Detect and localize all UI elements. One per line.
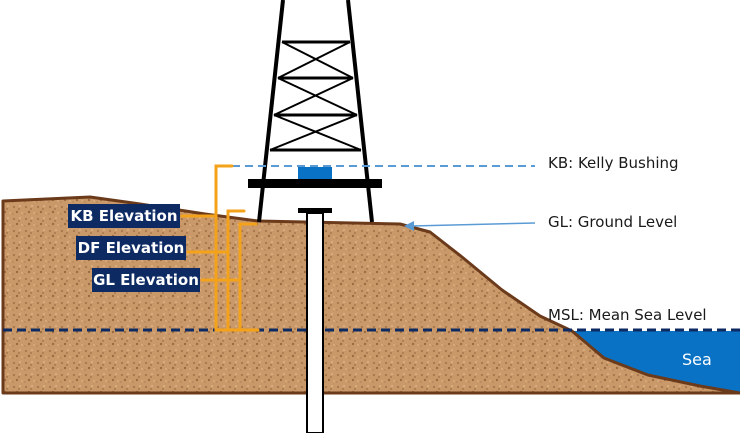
ground [1,195,740,395]
gl-definition-label: GL: Ground Level [548,213,678,231]
sea-label: Sea [682,350,712,369]
gl-elevation-label: GL Elevation [92,268,200,292]
msl-definition-label: MSL: Mean Sea Level [548,306,707,324]
gl-bracket [238,222,258,332]
gl-pointer-arrowhead [404,221,414,231]
kb-bracket [214,164,260,332]
kb-definition-label: KB: Kelly Bushing [548,154,679,172]
df-bracket [226,209,246,332]
kelly-bushing-block [298,167,332,179]
sea-water [572,331,740,393]
well-casing [306,212,324,433]
derrick-floor [248,179,382,188]
kb-elevation-label: KB Elevation [68,204,180,228]
df-elevation-label: DF Elevation [76,236,186,260]
elevation-brackets [180,164,260,332]
drilling-derrick [257,0,374,223]
well-cap [298,208,332,213]
gl-pointer-line [411,222,536,227]
